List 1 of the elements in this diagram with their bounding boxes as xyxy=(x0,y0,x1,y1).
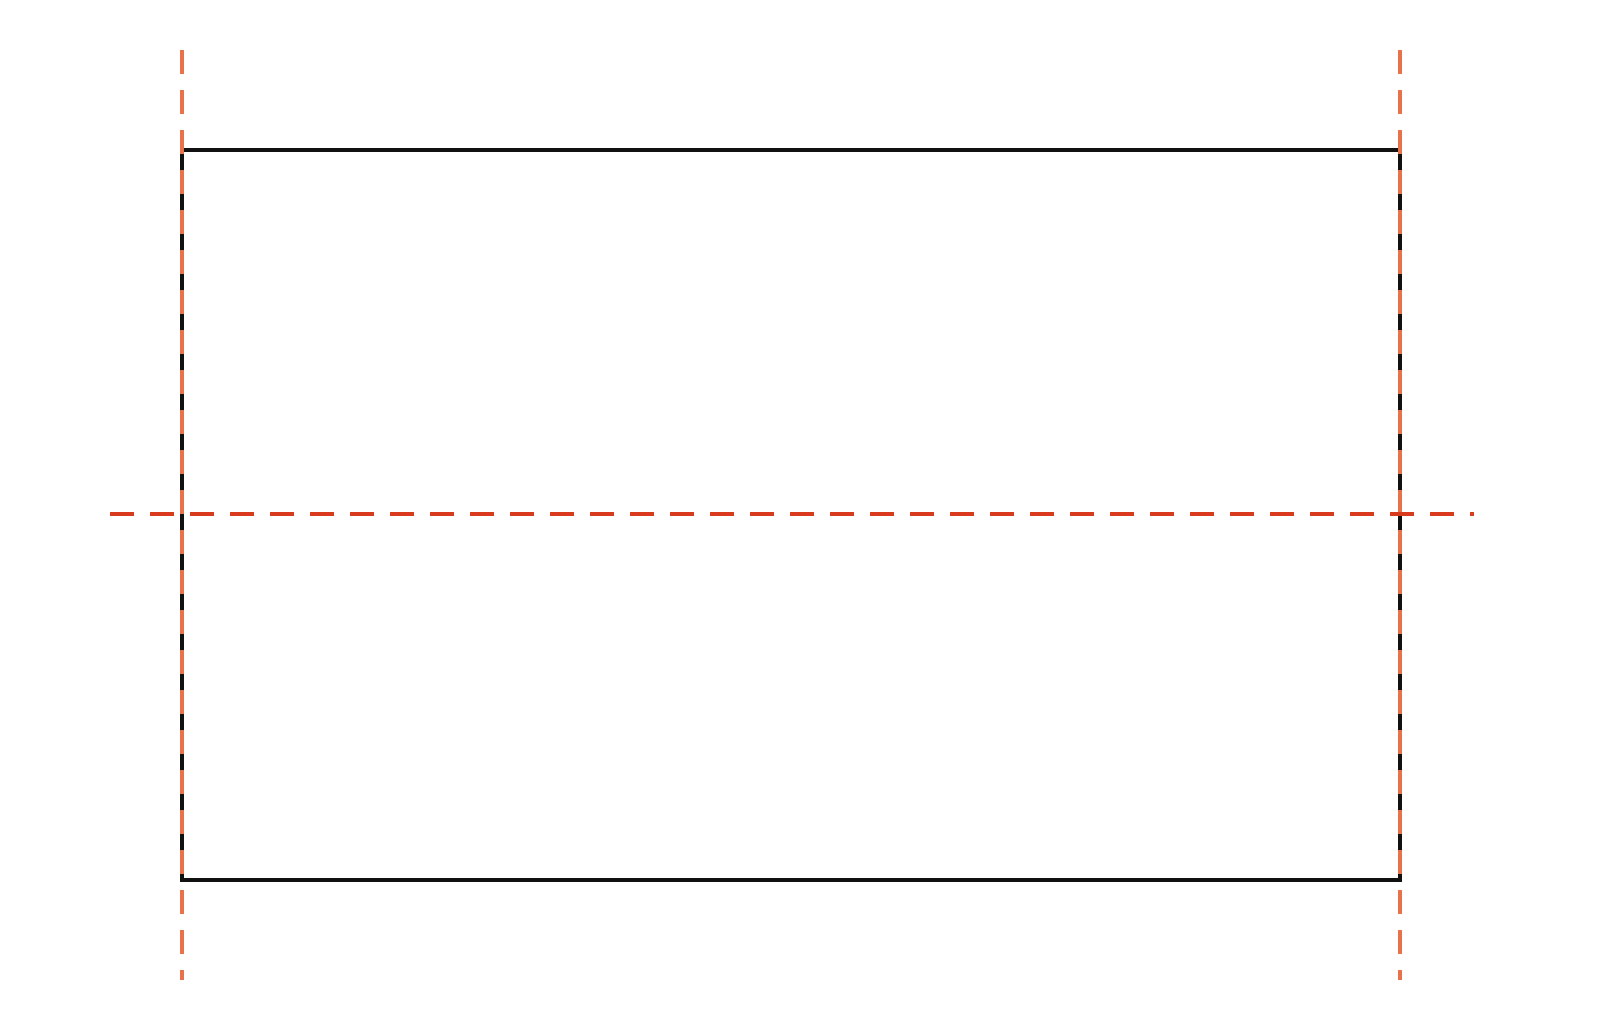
box-outline xyxy=(180,148,1402,882)
